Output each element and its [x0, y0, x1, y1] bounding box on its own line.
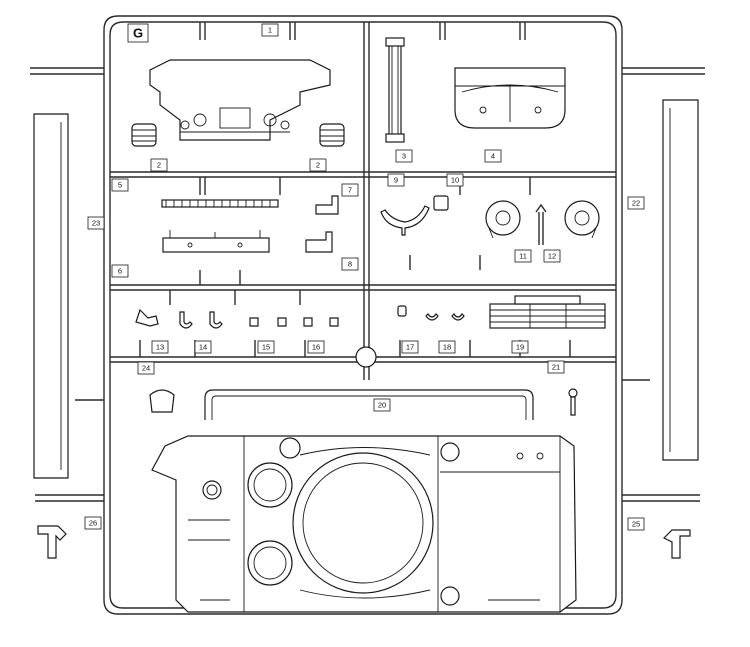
part-number-label: 26	[89, 519, 97, 528]
part-number-tag: 7	[341, 183, 359, 197]
part-number-tag: 2	[309, 158, 327, 172]
part-24-cup	[149, 389, 175, 413]
part-number-label: 24	[142, 364, 150, 373]
part-number-label: 4	[491, 152, 495, 161]
part-12-hub	[564, 200, 600, 239]
part-21-pin	[568, 388, 578, 416]
part-number-label: 1	[268, 26, 272, 35]
part-number-tag: 8	[341, 257, 359, 271]
part-number-label: 3	[402, 152, 406, 161]
part-number-tag: 12	[543, 249, 561, 263]
part-23-strip	[33, 113, 69, 479]
part-14-hook	[179, 311, 193, 329]
part-number-tag: 17	[401, 340, 419, 354]
sprue-frame	[30, 15, 705, 615]
part-number-tag: 20	[373, 398, 391, 412]
part-number-label: 7	[348, 186, 352, 195]
part-26-bracket	[37, 525, 67, 559]
arrow-gate	[535, 203, 547, 245]
part-number-label: 10	[451, 176, 459, 185]
part-number-label: 17	[406, 343, 414, 352]
part-number-tag: 22	[627, 196, 645, 210]
part-number-tag: 6	[111, 264, 129, 278]
part-number-label: 9	[394, 176, 398, 185]
part-number-label: 12	[548, 252, 556, 261]
part-2-right	[319, 123, 345, 147]
part-5-rail	[161, 199, 279, 208]
part-6-frame	[162, 230, 270, 253]
sprue-letter: G	[133, 26, 143, 41]
part-number-tag: 18	[438, 340, 456, 354]
part-number-label: 15	[262, 343, 270, 352]
part-number-tag: 2	[150, 158, 168, 172]
part-number-label: 6	[118, 267, 122, 276]
part-number-tag: 11	[514, 249, 532, 263]
part-number-tag: 9	[387, 173, 405, 187]
part-14-hook-b	[209, 311, 223, 329]
part-number-tag: 21	[547, 360, 565, 374]
part-number-label: 13	[156, 343, 164, 352]
part-17-18-clips	[397, 305, 465, 321]
part-number-tag: 3	[395, 149, 413, 163]
part-11-hub	[485, 200, 521, 239]
part-number-label: 25	[632, 520, 640, 529]
part-number-label: 22	[632, 199, 640, 208]
part-number-tag: 16	[307, 340, 325, 354]
part-number-tag: 26	[84, 516, 102, 530]
part-9-yoke	[380, 205, 430, 236]
part-number-tag: 13	[151, 340, 169, 354]
part-number-tag: 4	[484, 149, 502, 163]
part-number-label: 21	[552, 363, 560, 372]
part-number-label: 16	[312, 343, 320, 352]
part-1-bracket-assembly	[149, 59, 331, 141]
part-number-tag: 24	[137, 361, 155, 375]
part-2-left	[131, 123, 157, 147]
central-gate	[355, 346, 377, 368]
hull-panel	[151, 435, 577, 613]
part-13-lever	[135, 308, 159, 327]
part-number-label: 8	[348, 260, 352, 269]
part-number-label: 19	[516, 343, 524, 352]
part-3-rod	[385, 37, 405, 143]
part-15-16-clips	[249, 317, 339, 327]
part-number-label: 18	[443, 343, 451, 352]
part-number-label: 2	[157, 161, 161, 170]
part-19-grille	[489, 295, 606, 329]
part-number-label: 23	[92, 219, 100, 228]
part-number-tag: 5	[111, 178, 129, 192]
part-number-tag: 25	[627, 517, 645, 531]
sprue-letter-tag: G	[127, 23, 149, 43]
part-number-tag: 10	[446, 173, 464, 187]
part-7-clip	[315, 195, 339, 215]
part-number-tag: 15	[257, 340, 275, 354]
part-number-label: 20	[378, 401, 386, 410]
part-8-clip	[305, 231, 333, 253]
part-number-label: 2	[316, 161, 320, 170]
part-number-tag: 14	[194, 340, 212, 354]
part-4-housing	[454, 67, 566, 129]
part-25-bracket	[662, 529, 691, 559]
part-number-tag: 19	[511, 340, 529, 354]
part-20-bar	[204, 389, 534, 420]
part-number-tag: 1	[261, 23, 279, 37]
part-number-label: 14	[199, 343, 207, 352]
part-number-label: 11	[519, 252, 527, 261]
part-number-tag: 23	[87, 216, 105, 230]
part-10-block	[433, 195, 449, 211]
part-number-label: 5	[118, 181, 122, 190]
part-22-strip	[662, 99, 699, 461]
